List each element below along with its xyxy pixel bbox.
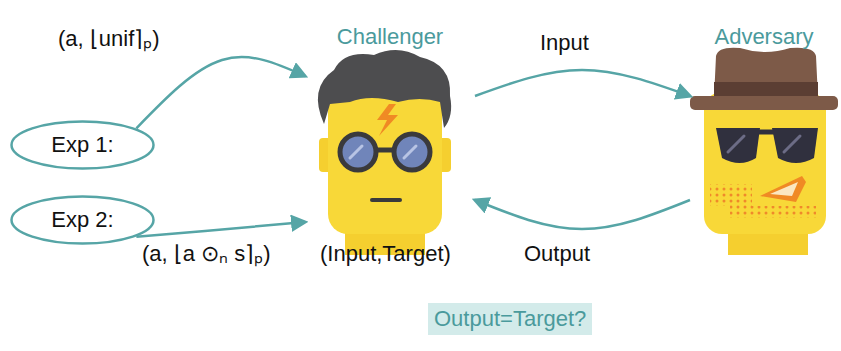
experiment-name: Exp 1: xyxy=(51,132,113,158)
ellipse-outline xyxy=(12,197,154,244)
flow-arrow xyxy=(475,200,690,229)
challenger-face xyxy=(318,50,451,255)
experiment-ellipse: Exp 1: xyxy=(10,120,155,170)
party-node: Adversary xyxy=(690,24,838,236)
flow-arrow xyxy=(136,57,305,128)
edge-label: Output xyxy=(522,241,592,267)
edge-label: (a, ⌊unif⌉ₚ) xyxy=(56,26,162,52)
flow-arrow xyxy=(475,70,690,96)
experiment-ellipse: Exp 2: xyxy=(10,195,155,245)
party-name: Adversary xyxy=(714,24,813,50)
question-box: Output=Target? xyxy=(428,303,592,335)
adversary-face xyxy=(690,48,838,255)
ellipse-outline xyxy=(12,122,154,169)
experiment-name: Exp 2: xyxy=(51,207,113,233)
flow-arrow xyxy=(136,222,305,237)
edge-label: (a, ⌊a ⊙ₙ s⌉ₚ) xyxy=(140,241,273,267)
party-name: Challenger xyxy=(337,24,443,50)
edge-label: Input xyxy=(538,30,591,56)
pair-label: (Input,Target) xyxy=(318,241,453,267)
party-node: Challenger xyxy=(305,24,475,236)
question-text: Output=Target? xyxy=(434,306,586,332)
